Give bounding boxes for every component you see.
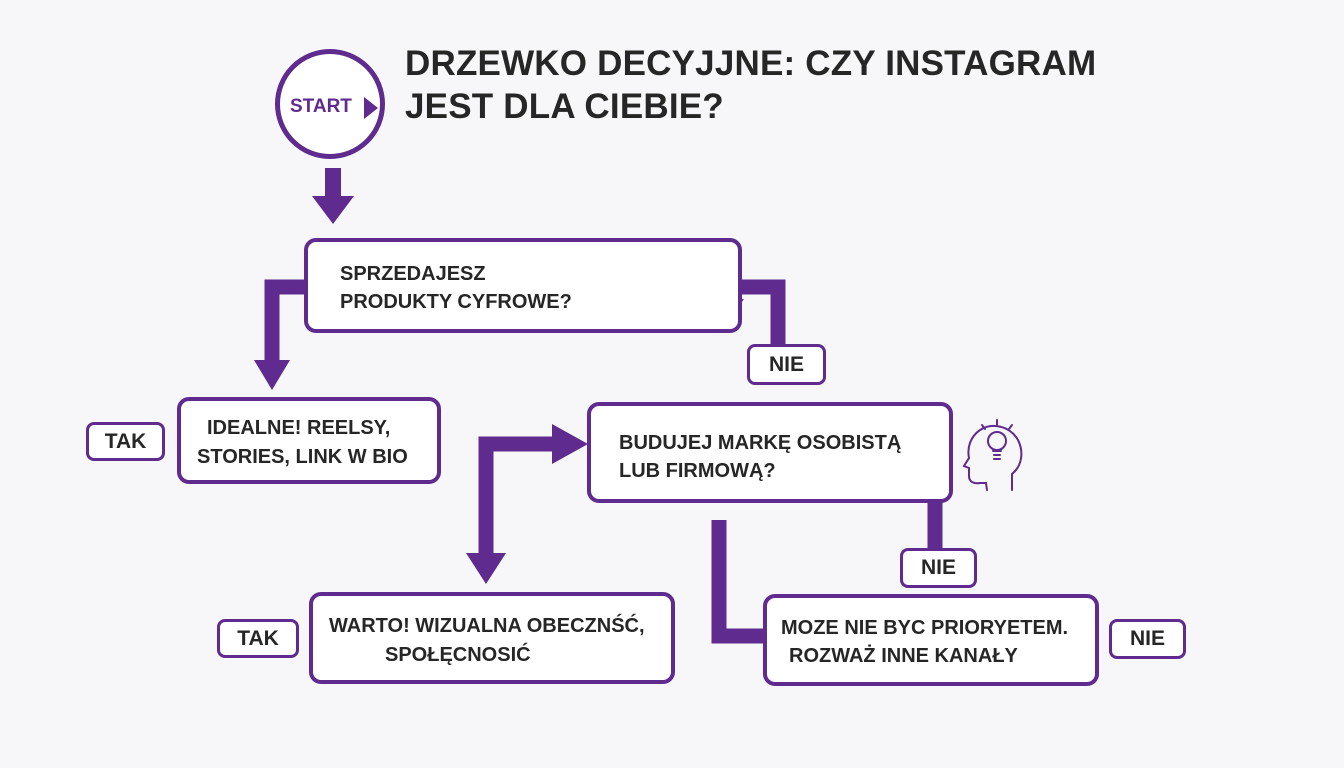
title-line-2: JEST DLA CIEBIE? [405,87,724,126]
page-title: DRZEWKO DECYJJNE: CZY INSTAGRAM JEST DLA… [405,42,1096,128]
label-tak-1: TAK [86,422,165,461]
q2-line-1: BUDUJEJ MARKĘ OSOBISTĄ [619,432,902,454]
yes1-line-2: STORIES, LINK W BIO [197,446,408,468]
label-nie-2: NIE [900,548,977,588]
question-digital-products: SPRZEDAJESZ PRODUKTY CYFROWE? [304,238,742,333]
yes1-line-1: IDEALNE! REELSY, [207,417,391,439]
yes2-line-1: WARTO! WIZUALNA OBECZNŚĆ, [329,615,645,637]
title-line-1: DRZEWKO DECYJJNE: CZY INSTAGRAM [405,44,1097,83]
result-worth-it: WARTO! WIZUALNA OBECZNŚĆ, SPOŁĘCNOSIĆ [309,592,675,684]
label-tak-2: TAK [217,619,299,658]
yes2-line-2: SPOŁĘCNOSIĆ [385,644,531,666]
q2-line-2: LUB FIRMOWĄ? [619,460,776,482]
head-lightbulb-icon [962,419,1023,491]
q2-down-connector [711,520,766,644]
no2-line-2: ROZWAŻ INNE KANAŁY [789,645,1018,667]
q1-line-1: SPRZEDAJESZ [340,263,486,285]
start-node [275,49,385,159]
result-not-priority: MOZE NIE BYC PRIORYETEM. ROZWAŻ INNE KAN… [763,594,1099,686]
start-label: START [290,96,352,117]
question-brand: BUDUJEJ MARKĘ OSOBISTĄ LUB FIRMOWĄ? [587,402,953,503]
q1-line-2: PRODUKTY CYFROWE? [340,291,572,313]
q2-yes-arrow [466,424,588,584]
label-nie-1: NIE [747,344,826,385]
play-icon [364,97,378,119]
start-arrow [312,168,354,224]
no2-line-1: MOZE NIE BYC PRIORYETEM. [781,617,1069,639]
q1-no-connector [740,279,786,348]
result-ideal: IDEALNE! REELSY, STORIES, LINK W BIO [177,397,441,484]
q1-yes-arrow [254,279,306,390]
label-nie-3: NIE [1109,619,1186,659]
